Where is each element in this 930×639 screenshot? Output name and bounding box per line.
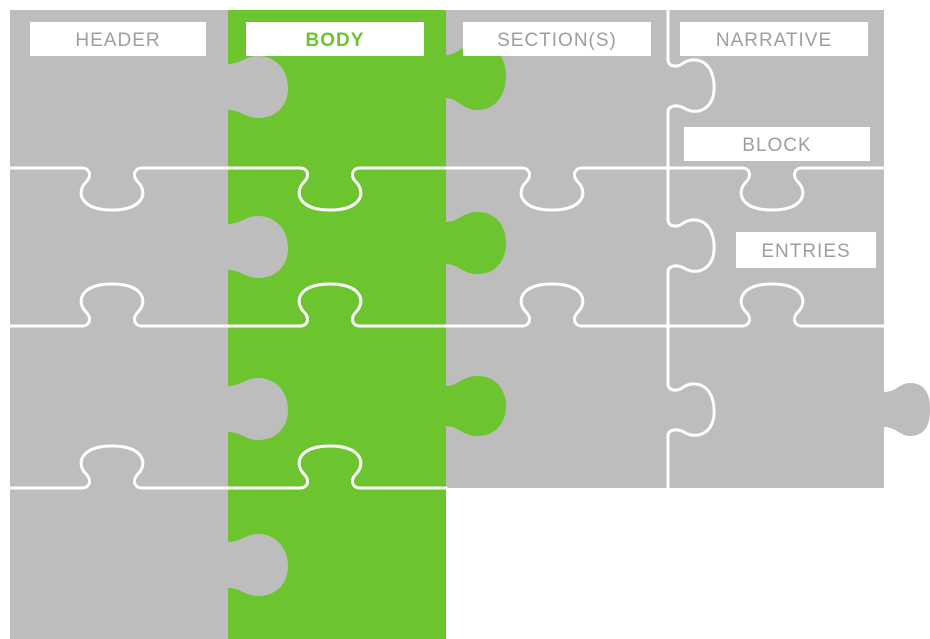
narrative-label: NARRATIVE — [680, 22, 868, 56]
sections-label: SECTION(S) — [463, 22, 651, 56]
block-label-text: BLOCK — [742, 135, 811, 156]
header-label: HEADER — [30, 22, 206, 56]
body-knob-3 — [446, 376, 506, 436]
header-column-bottom — [10, 488, 228, 639]
body-knob-2 — [446, 212, 506, 274]
block-label: BLOCK — [684, 127, 870, 161]
right-edge-knob — [884, 383, 930, 436]
header-knob-3 — [228, 378, 288, 440]
entries-label: ENTRIES — [736, 232, 876, 268]
entries-label-text: ENTRIES — [761, 241, 850, 262]
header-knob-1 — [228, 56, 288, 118]
header-knob-2 — [228, 216, 288, 278]
sections-label-text: SECTION(S) — [497, 30, 617, 51]
header-label-text: HEADER — [75, 30, 160, 51]
narrative-label-text: NARRATIVE — [716, 30, 832, 51]
header-knob-4 — [228, 534, 288, 596]
body-label: BODY — [246, 22, 424, 56]
header-column-top — [10, 10, 228, 488]
body-label-text: BODY — [306, 30, 365, 51]
